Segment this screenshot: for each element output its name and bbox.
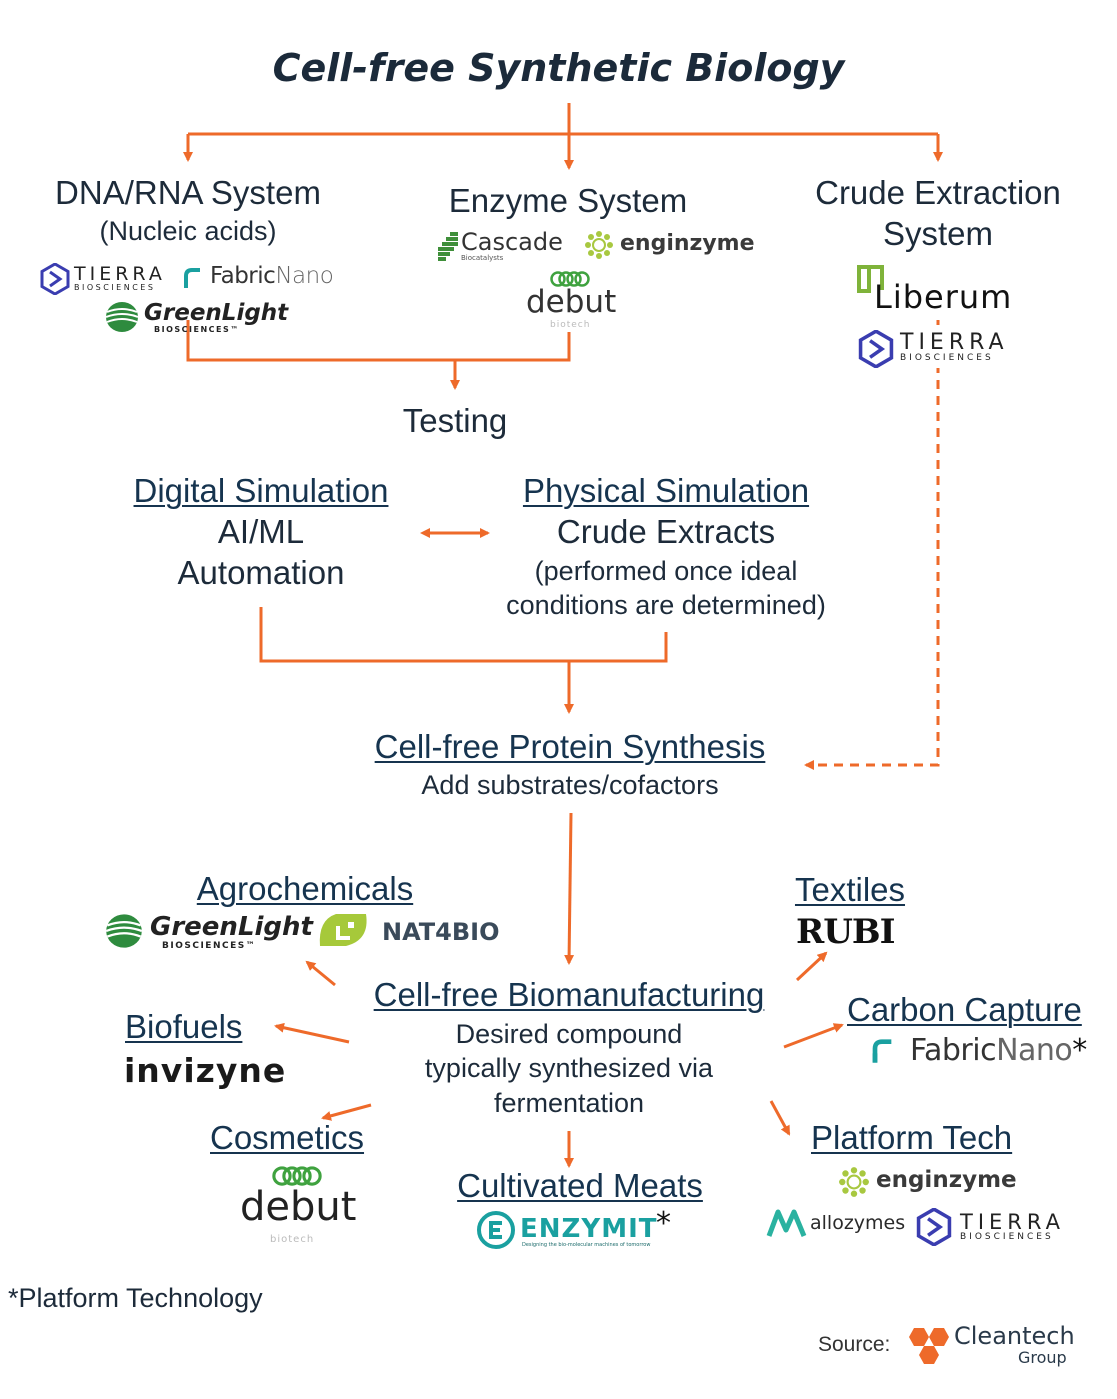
enginzyme-gear-icon: [585, 231, 613, 259]
carbon-capture-title: Carbon Capture: [847, 991, 1082, 1028]
tierra-hex-icon: [916, 1208, 952, 1246]
footnote: *Platform Technology: [8, 1283, 263, 1313]
fabricnano-icon: [872, 1039, 892, 1063]
merge-to-testing: [186, 320, 571, 362]
biofuels-title: Biofuels: [125, 1008, 243, 1045]
arrow-carbon: [783, 1023, 844, 1049]
biomanufacturing-line2: Desired compound: [455, 1019, 683, 1049]
agrochemicals-title: Agrochemicals: [196, 870, 414, 907]
tierra-logo: TIERRA BIOSCIENCES: [40, 263, 170, 295]
biomanufacturing-line4: fermentation: [493, 1088, 645, 1118]
enzymit-logo: ENZYMIT * Designing the bio-molecular ma…: [476, 1206, 686, 1254]
arrow-agrochemicals: [305, 960, 336, 987]
greenlight-logo-agro: GreenLight BIOSCIENCES™: [104, 912, 313, 952]
enginzyme-gear-icon: [839, 1167, 869, 1197]
diagram-title: Cell-free Synthetic Biology: [272, 46, 845, 90]
rubi-logo: RUBI: [796, 912, 896, 952]
protein-synthesis-title: Cell-free Protein Synthesis: [374, 728, 766, 765]
physical-note-line2: conditions are determined): [506, 590, 826, 620]
arrow-biomanufacturing: [564, 812, 575, 965]
nat4bio-logo: NAT4BIO: [316, 910, 500, 954]
tierra-hex-icon: [40, 263, 70, 295]
debut-rings-icon: [550, 271, 590, 287]
allozymes-m-icon: [766, 1209, 807, 1237]
invizyne-logo: invizyne: [124, 1051, 287, 1090]
arrow-textiles: [795, 951, 828, 982]
dashed-crude-path: [804, 268, 940, 770]
crude-system-title-line1: Crude Extraction: [815, 174, 1061, 211]
digital-ai-ml: AI/ML: [217, 513, 305, 550]
cascade-logo: Cascade Biocatalysts: [436, 228, 576, 264]
allozymes-logo: allozymes: [766, 1208, 916, 1244]
fabricnano-logo: FabricNano: [182, 263, 334, 293]
enginzyme-logo: enginzyme: [584, 230, 755, 262]
cleantech-logo: Cleantech Group: [900, 1322, 1075, 1372]
biomanufacturing-line3: typically synthesized via: [424, 1053, 714, 1083]
textiles-title: Textiles: [794, 871, 906, 908]
fabricnano-logo-carbon: FabricNano*: [870, 1033, 1100, 1073]
greenlight-logo: GreenLight BIOSCIENCES™: [104, 300, 288, 336]
arrow-cosmetics: [321, 1103, 372, 1121]
biomanufacturing-title: Cell-free Biomanufacturing: [373, 976, 765, 1013]
digital-simulation-title: Digital Simulation: [133, 472, 389, 509]
enzymit-asterisk: *: [656, 1206, 671, 1241]
cosmetics-title: Cosmetics: [210, 1119, 365, 1156]
cascade-dots-icon: [438, 232, 458, 261]
tierra-hex-icon: [858, 330, 894, 368]
debut-rings-icon: [272, 1166, 322, 1186]
liberum-square-icon: [857, 265, 884, 293]
nat4bio-leaf-icon: [319, 914, 367, 946]
protein-synthesis-subtitle: Add substrates/cofactors: [421, 770, 719, 800]
platform-tech-title: Platform Tech: [811, 1119, 1013, 1156]
debut-logo: debut biotech: [522, 268, 618, 332]
tierra-logo-crude: TIERRA BIOSCIENCES: [858, 330, 1018, 368]
arrow-biofuels: [274, 1022, 350, 1044]
cultivated-meats-title: Cultivated Meats: [457, 1167, 703, 1204]
source-label: Source:: [818, 1333, 891, 1356]
enginzyme-logo-platform: enginzyme: [838, 1166, 1017, 1200]
dna-system-title: DNA/RNA System: [55, 174, 321, 211]
enzyme-system-title: Enzyme System: [448, 182, 688, 219]
platform-asterisk: *: [1072, 1033, 1087, 1068]
dna-system-subtitle: (Nucleic acids): [99, 216, 277, 246]
crude-system-title-line2: System: [882, 215, 994, 252]
greenlight-globe-icon: [105, 302, 139, 332]
enzymit-e-icon: [477, 1211, 515, 1249]
digital-automation: Automation: [177, 554, 345, 591]
testing-label: Testing: [402, 402, 508, 439]
merge-to-protein: [259, 607, 668, 663]
fabricnano-icon: [184, 268, 200, 288]
liberum-logo: Liberum: [856, 264, 1026, 320]
cleantech-hex-icon: [909, 1328, 949, 1364]
physical-note-line1: (performed once ideal: [534, 556, 798, 586]
greenlight-globe-icon: [105, 914, 143, 948]
tierra-logo-platform: TIERRA BIOSCIENCES: [916, 1208, 1076, 1246]
physical-simulation-title: Physical Simulation: [522, 472, 810, 509]
arrow-platform: [769, 1100, 791, 1136]
physical-crude-extracts: Crude Extracts: [556, 513, 776, 550]
debut-logo-cosmetics: debut biotech: [236, 1162, 366, 1248]
